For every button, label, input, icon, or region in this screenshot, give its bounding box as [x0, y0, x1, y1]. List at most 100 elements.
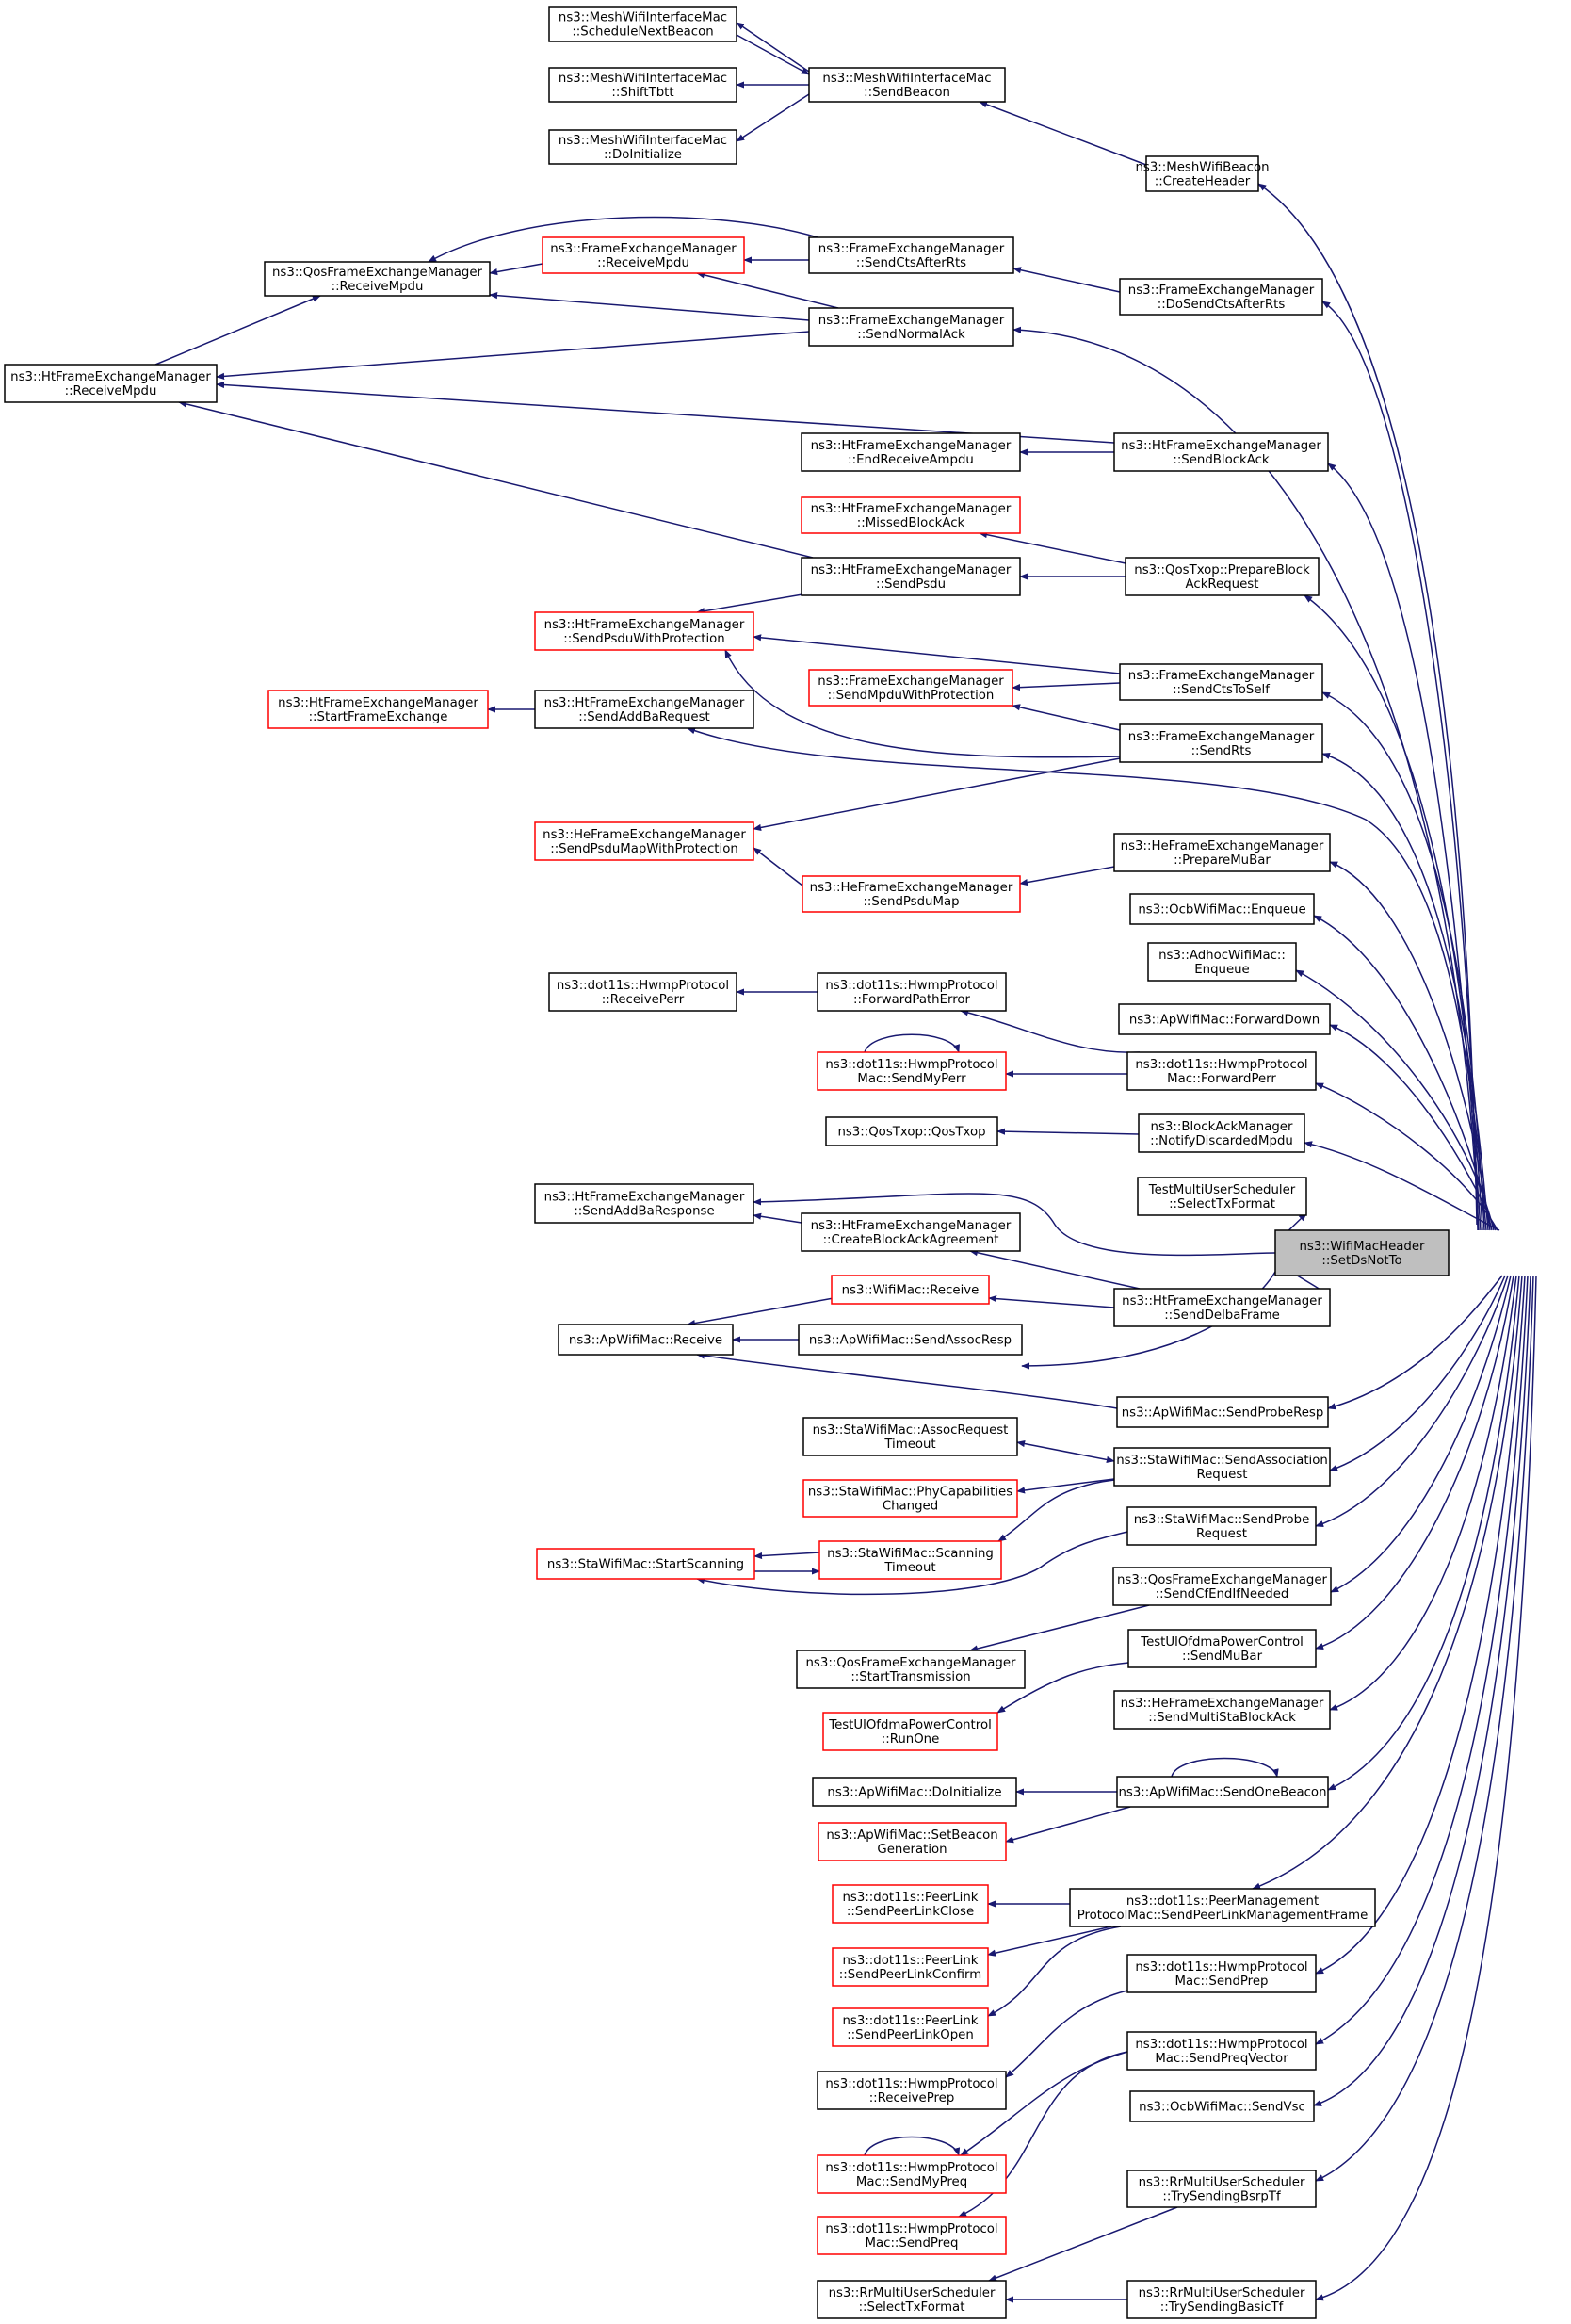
edge-path	[1329, 1024, 1497, 1231]
node-qfem-stx[interactable]: ns3::QosFrameExchangeManager::StartTrans…	[796, 1650, 1026, 1689]
node-bam-ndm[interactable]: ns3::BlockAckManager::NotifyDiscardedMpd…	[1138, 1113, 1305, 1153]
node-fem-scar[interactable]: ns3::FrameExchangeManager::SendCtsAfterR…	[808, 236, 1014, 274]
node-htfem-rm[interactable]: ns3::HtFrameExchangeManager::ReceiveMpdu	[4, 364, 218, 403]
node-htfem-sdf[interactable]: ns3::HtFrameExchangeManager::SendDelbaFr…	[1113, 1288, 1331, 1327]
node-htfem-era[interactable]: ns3::HtFrameExchangeManager::EndReceiveA…	[801, 432, 1021, 472]
node-box	[801, 557, 1021, 596]
node-htfem-sba[interactable]: ns3::HtFrameExchangeManager::SendBlockAc…	[1113, 432, 1329, 472]
node-tmus-stf[interactable]: TestMultiUserScheduler::SelectTxFormat	[1137, 1177, 1307, 1216]
node-hwmpm-spv[interactable]: ns3::dot11s::HwmpProtocolMac::SendPreqVe…	[1126, 2031, 1317, 2071]
node-htfem-sp[interactable]: ns3::HtFrameExchangeManager::SendPsdu	[801, 557, 1021, 596]
node-ap-spr[interactable]: ns3::ApWifiMac::SendProbeResp	[1116, 1396, 1329, 1428]
node-hefem-spmwp[interactable]: ns3::HeFrameExchangeManager::SendPsduMap…	[534, 821, 754, 861]
node-label-line: ns3::MeshWifiInterfaceMac	[822, 72, 991, 86]
node-qfem-rm[interactable]: ns3::QosFrameExchangeManager::ReceiveMpd…	[264, 261, 491, 297]
node-mwi-di[interactable]: ns3::MeshWifiInterfaceMac::DoInitialize	[548, 129, 737, 165]
node-box	[1113, 833, 1331, 872]
node-pl-splc[interactable]: ns3::dot11s::PeerLink::SendPeerLinkClose	[832, 1884, 989, 1924]
node-hwmp-rprep[interactable]: ns3::dot11s::HwmpProtocol::ReceivePrep	[817, 2071, 1007, 2110]
node-pl-splo[interactable]: ns3::dot11s::PeerLink::SendPeerLinkOpen	[832, 2007, 989, 2047]
node-label-line: ::SendCfEndIfNeeded	[1156, 1587, 1289, 1601]
edge-root-to-qtx_pbar	[1304, 594, 1483, 1231]
node-htfem-mba[interactable]: ns3::HtFrameExchangeManager::MissedBlock…	[801, 496, 1021, 534]
node-qfem-scfe[interactable]: ns3::QosFrameExchangeManager::SendCfEndI…	[1112, 1567, 1332, 1606]
node-label-line: ns3::dot11s::PeerLink	[843, 2014, 979, 2028]
node-ap-sar[interactable]: ns3::ApWifiMac::SendAssocResp	[798, 1324, 1023, 1356]
node-rrmus-stf[interactable]: ns3::RrMultiUserScheduler::SelectTxForma…	[817, 2280, 1007, 2319]
node-hwmp-fpe[interactable]: ns3::dot11s::HwmpProtocol::ForwardPathEr…	[817, 972, 1007, 1012]
node-box	[832, 1947, 989, 1987]
node-ap-recv[interactable]: ns3::ApWifiMac::Receive	[558, 1324, 734, 1356]
node-box	[1138, 1113, 1305, 1153]
node-label-line: ns3::HeFrameExchangeManager	[1121, 839, 1324, 853]
node-hwmp-rperr[interactable]: ns3::dot11s::HwmpProtocol::ReceivePerr	[548, 972, 737, 1012]
node-hefem-spm[interactable]: ns3::HeFrameExchangeManager::SendPsduMap	[802, 875, 1021, 913]
node-hefem-smsba[interactable]: ns3::HeFrameExchangeManager::SendMultiSt…	[1113, 1690, 1331, 1730]
edge-ap_sob-to-ap_sbg	[1005, 1806, 1131, 1844]
node-ocb-enq[interactable]: ns3::OcbWifiMac::Enqueue	[1129, 893, 1315, 925]
node-fem-dscar[interactable]: ns3::FrameExchangeManager::DoSendCtsAfte…	[1119, 278, 1323, 316]
node-label-line: ns3::dot11s::HwmpProtocol	[825, 2161, 997, 2175]
node-fem-smwp[interactable]: ns3::FrameExchangeManager::SendMpduWithP…	[808, 669, 1013, 707]
node-htfem-sabresp[interactable]: ns3::HtFrameExchangeManager::SendAddBaRe…	[534, 1183, 754, 1224]
node-mwi-st[interactable]: ns3::MeshWifiInterfaceMac::ShiftTbtt	[548, 67, 737, 103]
node-label-line: ::ShiftTbtt	[611, 86, 673, 100]
node-label-line: ns3::ApWifiMac::SendProbeResp	[1122, 1406, 1324, 1421]
node-htfem-spwp[interactable]: ns3::HtFrameExchangeManager::SendPsduWit…	[534, 611, 754, 651]
node-tupc-smb[interactable]: TestUlOfdmaPowerControl::SendMuBar	[1127, 1629, 1317, 1668]
node-label-line: ns3::HtFrameExchangeManager	[1122, 1294, 1322, 1308]
node-adhoc-enq[interactable]: ns3::AdhocWifiMac::Enqueue	[1147, 942, 1297, 982]
edge-root-to-rrmus_tsbtf	[1315, 1275, 1534, 2182]
node-box	[825, 1116, 998, 1146]
node-wm-recv[interactable]: ns3::WifiMac::Receive	[831, 1275, 990, 1305]
node-sta-ss[interactable]: ns3::StaWifiMac::StartScanning	[536, 1548, 755, 1580]
edge-path	[736, 22, 810, 73]
node-label-line: Mac::ForwardPerr	[1167, 1072, 1276, 1086]
edge-ap_sob-to-ap_sob	[1171, 1757, 1279, 1778]
node-fem-rm[interactable]: ns3::FrameExchangeManager::ReceiveMpdu	[542, 236, 745, 274]
node-ap-di[interactable]: ns3::ApWifiMac::DoInitialize	[812, 1777, 1017, 1807]
edge-path	[960, 1009, 1141, 1053]
node-mwi-snb[interactable]: ns3::MeshWifiInterfaceMac::ScheduleNextB…	[548, 6, 737, 42]
node-box	[808, 307, 1014, 347]
node-tupc-ro[interactable]: TestUlOfdmaPowerControl::RunOne	[822, 1712, 998, 1751]
node-ap-fd[interactable]: ns3::ApWifiMac::ForwardDown	[1118, 1003, 1331, 1035]
node-htfem-cbaa[interactable]: ns3::HtFrameExchangeManager::CreateBlock…	[801, 1212, 1021, 1252]
node-qtx-qtx[interactable]: ns3::QosTxop::QosTxop	[825, 1116, 998, 1146]
node-label-line: TestUlOfdmaPowerControl	[1140, 1635, 1304, 1650]
node-htfem-sfe[interactable]: ns3::HtFrameExchangeManager::StartFrameE…	[267, 690, 489, 729]
edge-htfem_sdf-to-htfem_cbaa	[969, 1249, 1141, 1290]
node-rrmus-tsbtf[interactable]: ns3::RrMultiUserScheduler::TrySendingBsr…	[1126, 2170, 1317, 2208]
node-mwi-sb[interactable]: ns3::MeshWifiInterfaceMac::SendBeacon	[808, 67, 1006, 103]
node-hefem-pmb[interactable]: ns3::HeFrameExchangeManager::PrepareMuBa…	[1113, 833, 1331, 872]
node-fem-srts[interactable]: ns3::FrameExchangeManager::SendRts	[1119, 723, 1323, 763]
node-pl-splcf[interactable]: ns3::dot11s::PeerLink::SendPeerLinkConfi…	[832, 1947, 989, 1987]
node-rrmus-tsbasic[interactable]: ns3::RrMultiUserScheduler::TrySendingBas…	[1126, 2280, 1317, 2319]
node-hwmpm-fp[interactable]: ns3::dot11s::HwmpProtocolMac::ForwardPer…	[1126, 1051, 1317, 1091]
node-mwb-ch[interactable]: ns3::MeshWifiBeacon::CreateHeader	[1135, 155, 1270, 192]
node-ocb-svsc[interactable]: ns3::OcbWifiMac::SendVsc	[1129, 2090, 1315, 2122]
node-box	[808, 236, 1014, 274]
node-ap-sob[interactable]: ns3::ApWifiMac::SendOneBeacon	[1116, 1776, 1329, 1808]
node-fem-scts[interactable]: ns3::FrameExchangeManager::SendCtsToSelf	[1119, 663, 1323, 701]
node-label-line: Enqueue	[1194, 963, 1250, 977]
node-htfem-sabr[interactable]: ns3::HtFrameExchangeManager::SendAddBaRe…	[534, 690, 754, 729]
node-fem-sna[interactable]: ns3::FrameExchangeManager::SendNormalAck	[808, 307, 1014, 347]
node-box	[4, 364, 218, 403]
node-pmpm-splmf[interactable]: ns3::dot11s::PeerManagementProtocolMac::…	[1069, 1888, 1376, 1927]
edge-hwmp_smp-to-hwmp_smp	[864, 1033, 960, 1053]
node-label-line: ::SendDelbaFrame	[1164, 1308, 1280, 1323]
edge-path	[753, 847, 803, 886]
node-root[interactable]: ns3::WifiMacHeader::SetDsNotTo	[1274, 1229, 1450, 1276]
